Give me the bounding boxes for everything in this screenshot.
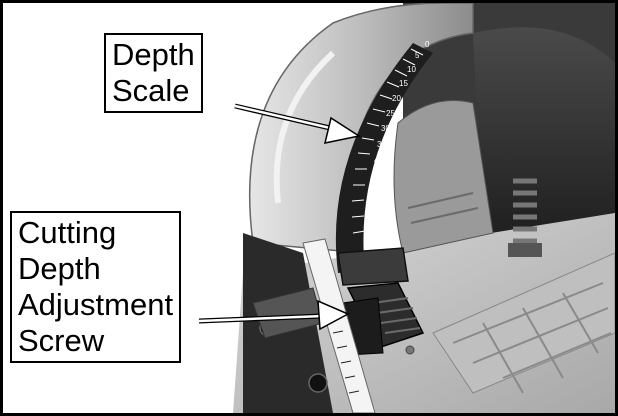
depth-lever bbox=[337, 247, 409, 286]
scale-number: 10 bbox=[407, 65, 416, 74]
scale-number: 5 bbox=[415, 51, 420, 60]
scale-number: 35 bbox=[377, 140, 386, 149]
scale-number: 15 bbox=[399, 79, 408, 88]
scale-number: 45 bbox=[372, 172, 381, 181]
depth-scale-label-line: Scale bbox=[112, 73, 190, 108]
spring bbox=[513, 178, 537, 244]
motor-housing bbox=[473, 27, 615, 254]
base-grid bbox=[452, 282, 612, 394]
cutting-depth-label-line: Adjustment bbox=[18, 287, 174, 322]
scale-number: 25 bbox=[386, 109, 395, 118]
base-ribs bbox=[432, 252, 615, 394]
scale-number: 20 bbox=[392, 94, 401, 103]
scale-number: 50 bbox=[371, 188, 380, 197]
depth-scale-band bbox=[335, 43, 433, 273]
lower-bolt bbox=[308, 373, 328, 393]
adjustment-screw bbox=[342, 282, 425, 356]
spring-base bbox=[508, 243, 542, 257]
scale-number: 40 bbox=[374, 156, 383, 165]
lower-ruler-ticks bbox=[332, 330, 360, 394]
cutting-depth-label-line: Depth bbox=[18, 251, 101, 286]
cutting-depth-adjustment-screw-label: Cutting Depth Adjustment Screw bbox=[10, 211, 182, 363]
cutting-depth-label-line: Screw bbox=[18, 323, 105, 358]
lower-ruler bbox=[302, 238, 376, 413]
depth-scale-label: Depth Scale bbox=[104, 33, 203, 113]
base-screw bbox=[405, 345, 415, 355]
depth-scale-numbers: 0 5 10 15 20 25 30 35 40 45 50 bbox=[371, 40, 430, 197]
cutting-depth-label-line: Cutting bbox=[18, 215, 117, 250]
depth-scale-arrow bbox=[234, 103, 361, 144]
depth-scale-label-line: Depth bbox=[112, 37, 195, 72]
scale-number: 30 bbox=[381, 124, 390, 133]
blade-teeth bbox=[407, 192, 479, 224]
depth-scale-ticks bbox=[351, 48, 424, 234]
adjustment-screw-arrow bbox=[198, 299, 350, 331]
scale-number: 0 bbox=[425, 40, 430, 49]
saw-illustration: 0 5 10 15 20 25 30 35 40 45 50 bbox=[198, 3, 615, 413]
